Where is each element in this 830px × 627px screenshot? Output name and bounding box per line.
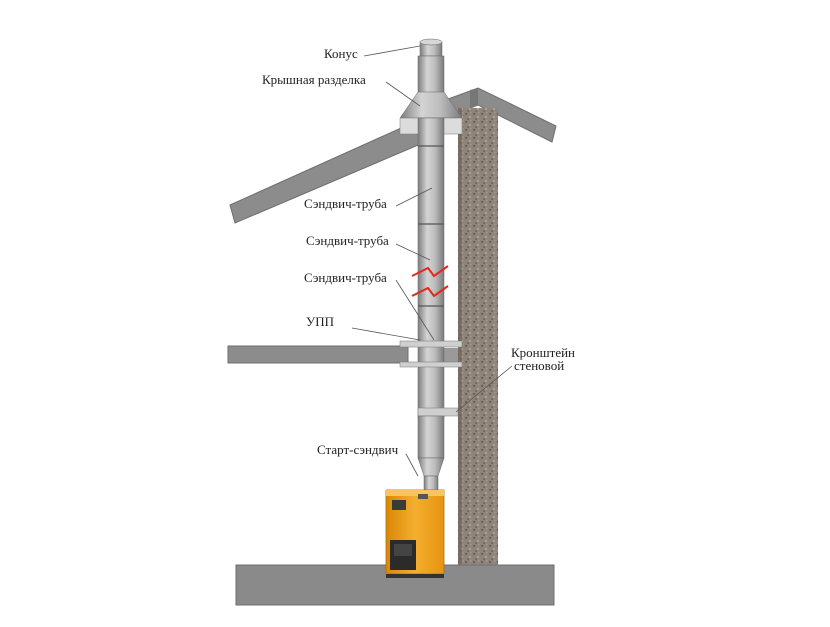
start-sandwich <box>423 475 439 491</box>
label-start-sandwich: Старт-сэндвич <box>317 442 399 457</box>
roof-flashing <box>399 91 463 119</box>
label-bracket-line2: стеновой <box>514 358 565 373</box>
label-upp: УПП <box>306 314 334 329</box>
label-sandwich-pipe-1: Сэндвич-труба <box>304 196 387 211</box>
roof <box>229 87 557 224</box>
boiler <box>385 489 445 578</box>
label-sandwich-pipe-3: Сэндвич-труба <box>304 270 387 285</box>
label-sandwich-pipe-2: Сэндвич-труба <box>306 233 389 248</box>
label-cone: Конус <box>324 46 358 61</box>
chimney-pipe <box>399 38 463 491</box>
pipe-break-mark <box>411 265 449 298</box>
label-bracket-line1: Кронштейн <box>511 345 576 360</box>
leader-lines <box>351 45 513 477</box>
upp-unit <box>399 340 463 348</box>
ceiling-slab <box>227 345 458 364</box>
wall-bracket <box>417 407 459 417</box>
label-roof-cut: Крышная разделка <box>262 72 366 87</box>
brick-wall <box>458 108 498 568</box>
